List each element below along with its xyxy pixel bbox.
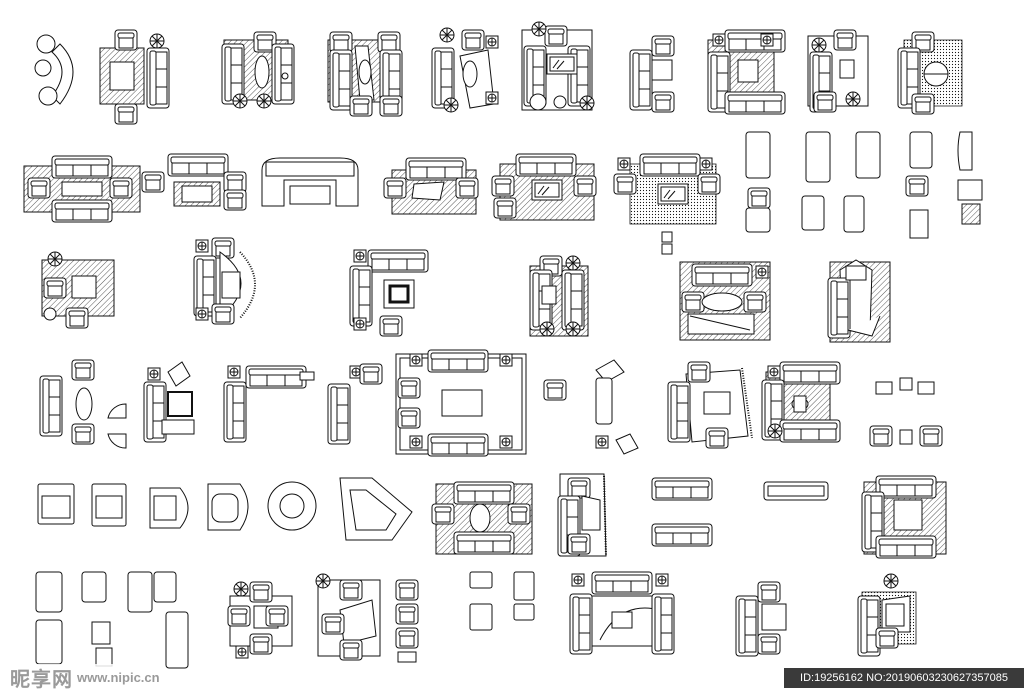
block-r3-4 bbox=[529, 255, 588, 337]
block-r6-5 bbox=[470, 572, 534, 630]
block-r2-3 bbox=[262, 158, 358, 206]
block-r4-6 bbox=[543, 360, 638, 454]
watermark: 昵享网 www.nipic.cn bbox=[6, 664, 164, 691]
block-r2-4 bbox=[383, 157, 479, 214]
block-r3-5 bbox=[680, 262, 770, 340]
block-r2-5 bbox=[491, 153, 597, 220]
watermark-url: www.nipic.cn bbox=[77, 669, 160, 685]
image-id-bar: ID:19256162 NO:20190603230627357085 bbox=[784, 668, 1024, 688]
block-r6-3 bbox=[315, 573, 380, 661]
block-r4-4 bbox=[327, 363, 383, 445]
block-r6-6 bbox=[569, 571, 675, 655]
block-r3-1 bbox=[42, 251, 114, 329]
block-r5-4 bbox=[651, 477, 828, 547]
block-r4-1 bbox=[39, 359, 126, 448]
block-r1-1 bbox=[35, 29, 170, 125]
watermark-logo: 昵享网 bbox=[10, 666, 73, 691]
block-r1-2 bbox=[221, 31, 295, 109]
block-r1-6 bbox=[629, 35, 675, 113]
block-r4-2 bbox=[143, 362, 194, 443]
block-r3-2 bbox=[193, 237, 255, 325]
block-r4-9 bbox=[869, 378, 943, 447]
block-r6-4 bbox=[395, 579, 419, 662]
block-r4-5 bbox=[396, 349, 526, 457]
block-r4-7 bbox=[667, 361, 752, 449]
block-r2-6 bbox=[613, 153, 721, 254]
block-r5-3 bbox=[557, 474, 606, 557]
block-r1-3 bbox=[328, 31, 403, 117]
block-r2-2 bbox=[141, 153, 247, 211]
block-r6-2 bbox=[227, 581, 292, 659]
block-r2-7-stack bbox=[746, 132, 982, 238]
block-r4-3 bbox=[223, 365, 314, 443]
block-r4-8 bbox=[761, 361, 841, 443]
block-r5-5 bbox=[861, 475, 946, 559]
block-r1-4 bbox=[431, 27, 499, 113]
block-r1-7 bbox=[707, 29, 786, 115]
image-id-text: ID:19256162 NO:20190603230627357085 bbox=[800, 672, 1008, 684]
block-r6-1 bbox=[36, 572, 188, 668]
block-r6-8 bbox=[857, 573, 916, 657]
block-r1-9 bbox=[897, 31, 962, 115]
block-r2-1 bbox=[24, 155, 140, 223]
block-r5-sofas bbox=[38, 478, 412, 540]
block-r6-7 bbox=[735, 581, 786, 657]
block-r3-6 bbox=[827, 260, 890, 342]
block-r5-2 bbox=[431, 481, 532, 555]
block-r3-3 bbox=[349, 249, 429, 337]
block-r1-8 bbox=[808, 29, 868, 113]
block-r1-5 bbox=[522, 21, 595, 111]
